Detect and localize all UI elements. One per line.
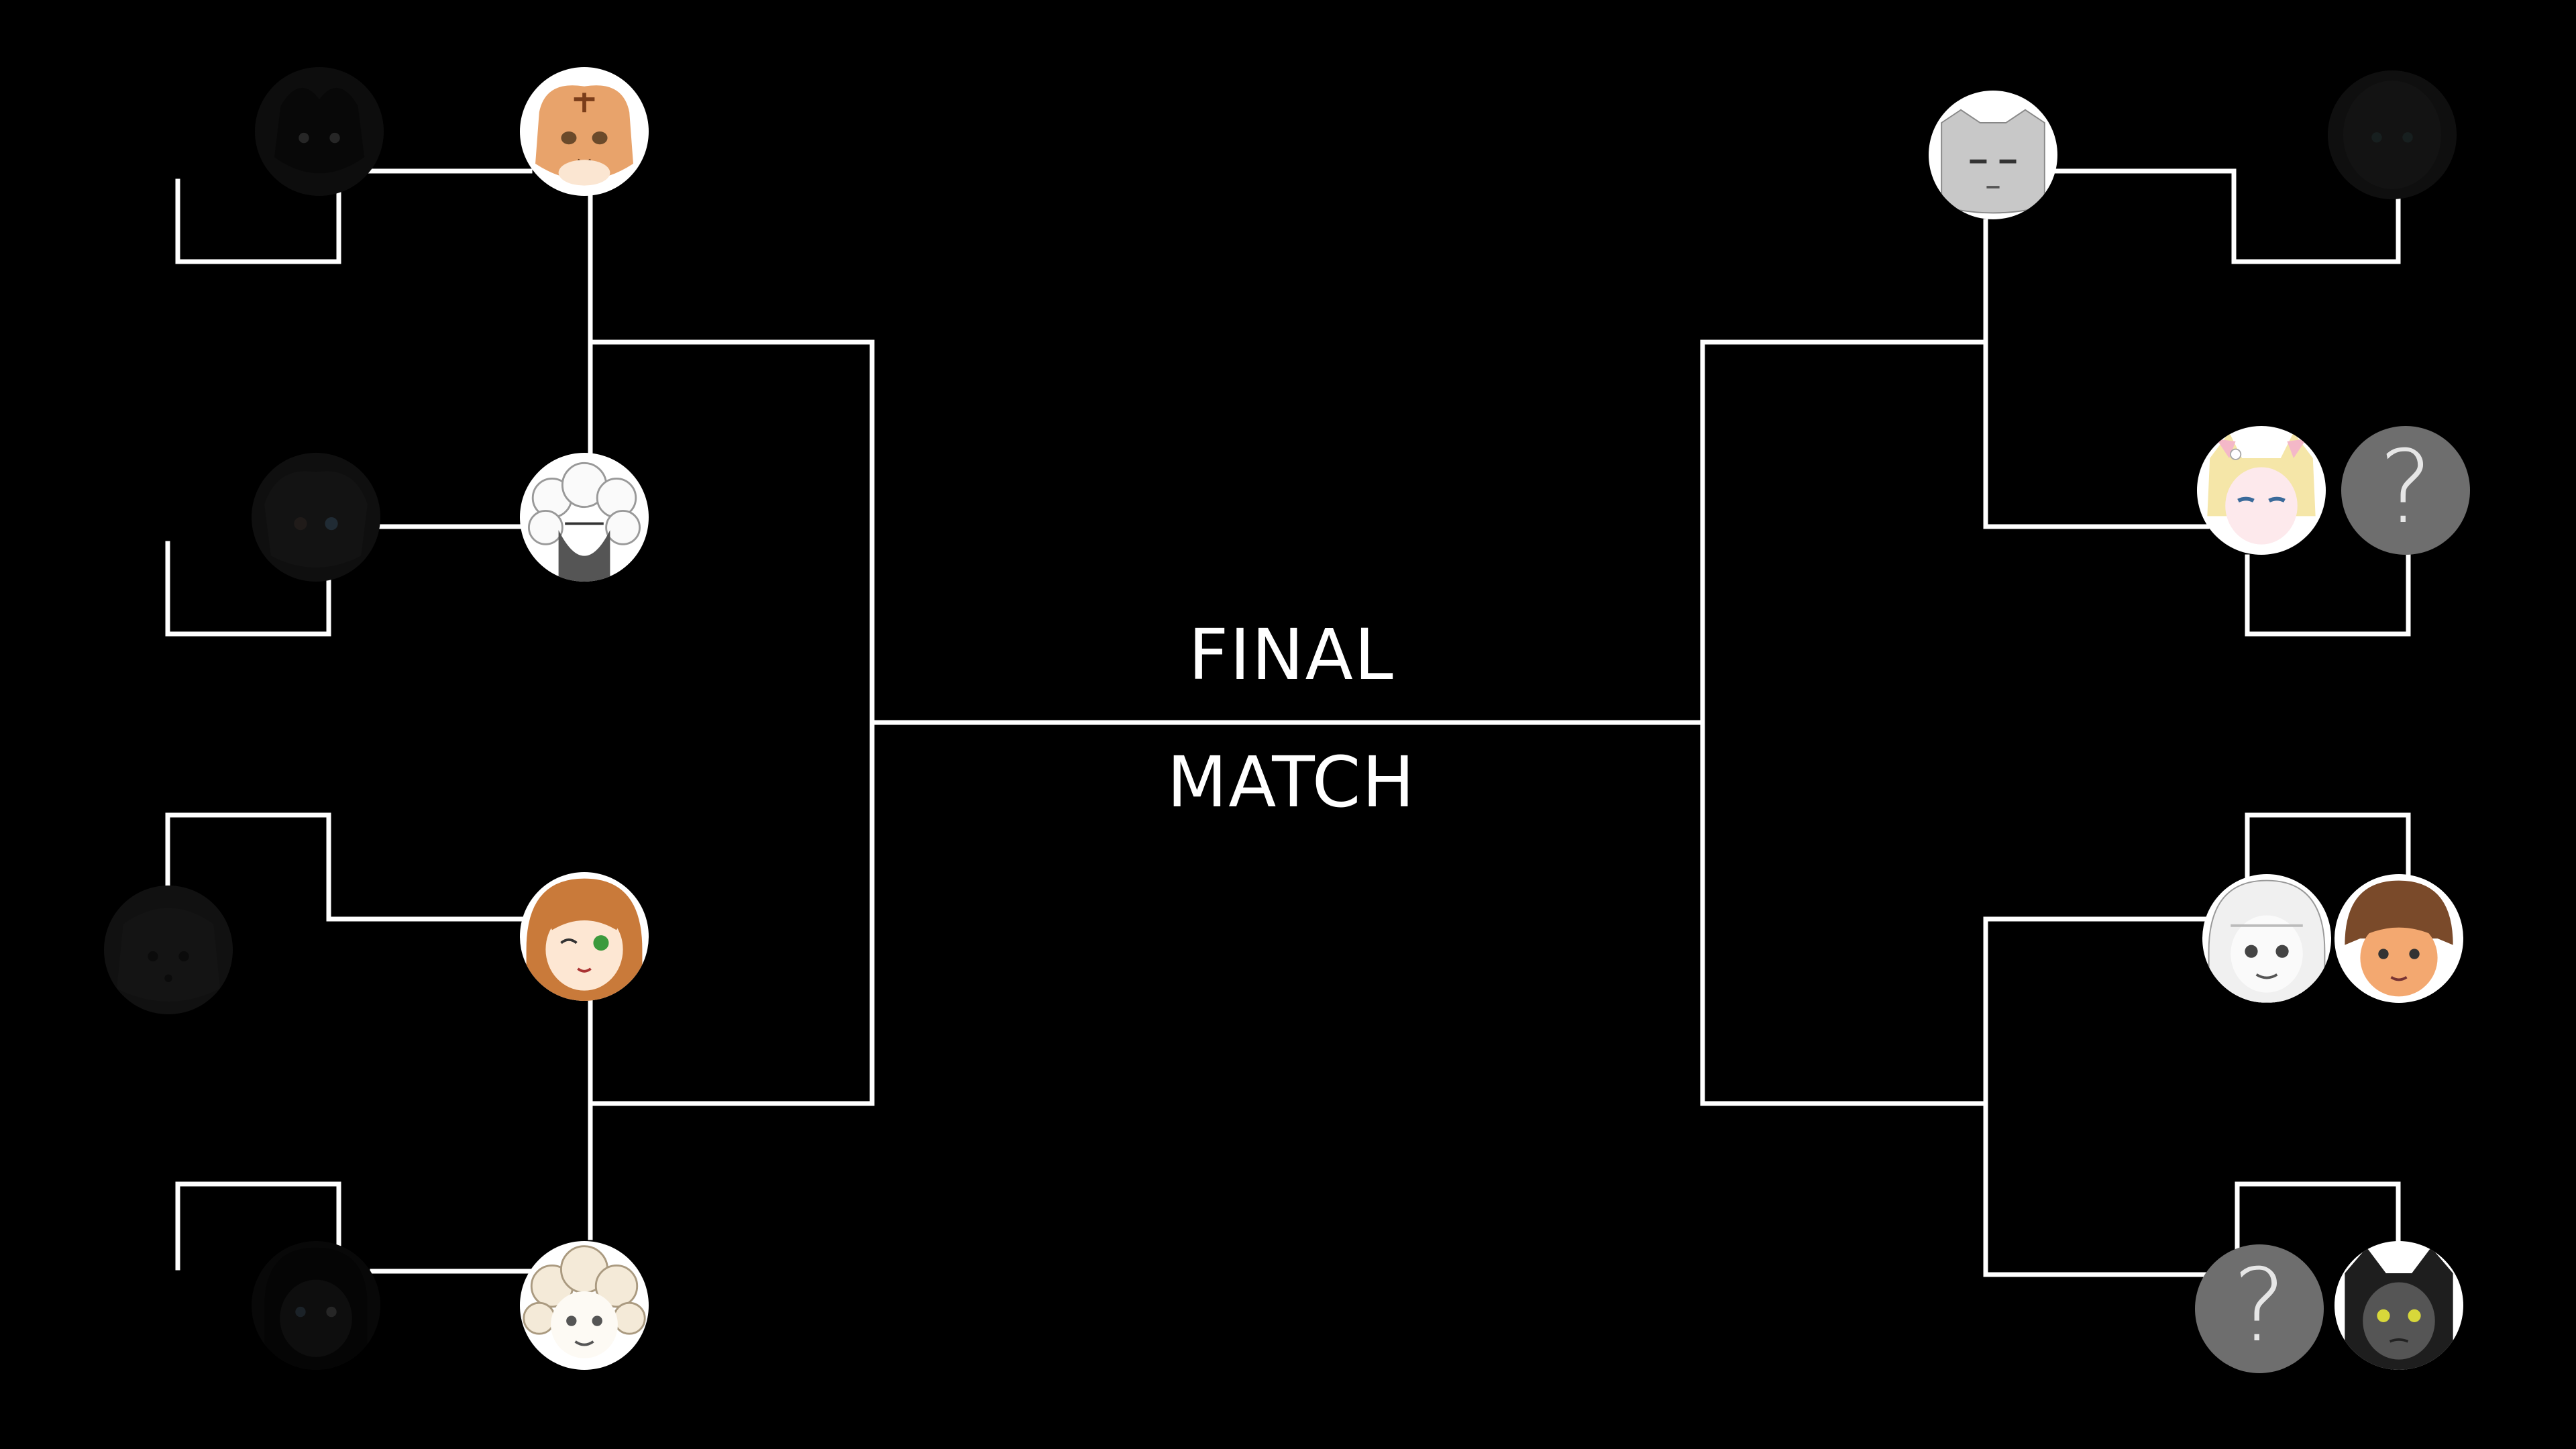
right-semifinal-bottom-vertical: [1983, 916, 2216, 1277]
pink-cat-character-avatar[interactable]: [2197, 426, 2326, 555]
right-bracket-stub-2: [2245, 554, 2411, 637]
right-semifinal-top-vertical: [1983, 219, 2210, 529]
right-bracket-stub-1: [2053, 168, 2401, 264]
final-label: FINAL: [1188, 614, 1395, 696]
bald-character-avatar[interactable]: [2328, 70, 2457, 199]
question-mark-icon: ?: [2233, 1248, 2286, 1364]
ginger-hair-character-avatar[interactable]: [520, 872, 649, 1001]
match-label: MATCH: [1167, 741, 1416, 823]
right-bracket-stub-4: [2235, 1181, 2401, 1257]
right-semifinal-top-bracket: [1700, 339, 1988, 725]
black-cat-character-avatar[interactable]: [2334, 1241, 2463, 1370]
right-semifinal-bottom-bracket: [1700, 720, 1988, 1106]
tiger-character-avatar[interactable]: [520, 67, 649, 196]
unknown-slot-avatar[interactable]: ?: [2195, 1244, 2324, 1373]
left-semifinal-bottom-bracket: [588, 718, 875, 1106]
left-semifinal-top-bracket: [588, 339, 875, 724]
wolf-character-avatar[interactable]: [1929, 91, 2057, 219]
brown-hair-character-avatar[interactable]: [2334, 874, 2463, 1003]
sheep-character-avatar[interactable]: [520, 453, 649, 582]
unknown-slot-avatar[interactable]: ?: [2341, 426, 2470, 555]
horned-character-avatar[interactable]: [255, 67, 384, 196]
floppy-ear-character-avatar[interactable]: [252, 453, 380, 582]
left-bracket-stub-3: [165, 812, 533, 945]
left-bracket-stub-1: [175, 178, 341, 264]
curly-blonde-character-avatar[interactable]: [520, 1241, 649, 1370]
dark-hair-character-avatar[interactable]: [252, 1241, 380, 1370]
right-bracket-stub-3: [2245, 812, 2411, 888]
white-hair-character-avatar[interactable]: [2202, 874, 2331, 1003]
question-mark-icon: ?: [2379, 429, 2432, 546]
left-bracket-stub-4: [175, 1181, 341, 1277]
dog-character-avatar[interactable]: [104, 885, 233, 1014]
left-bracket-stub-2: [165, 541, 331, 637]
